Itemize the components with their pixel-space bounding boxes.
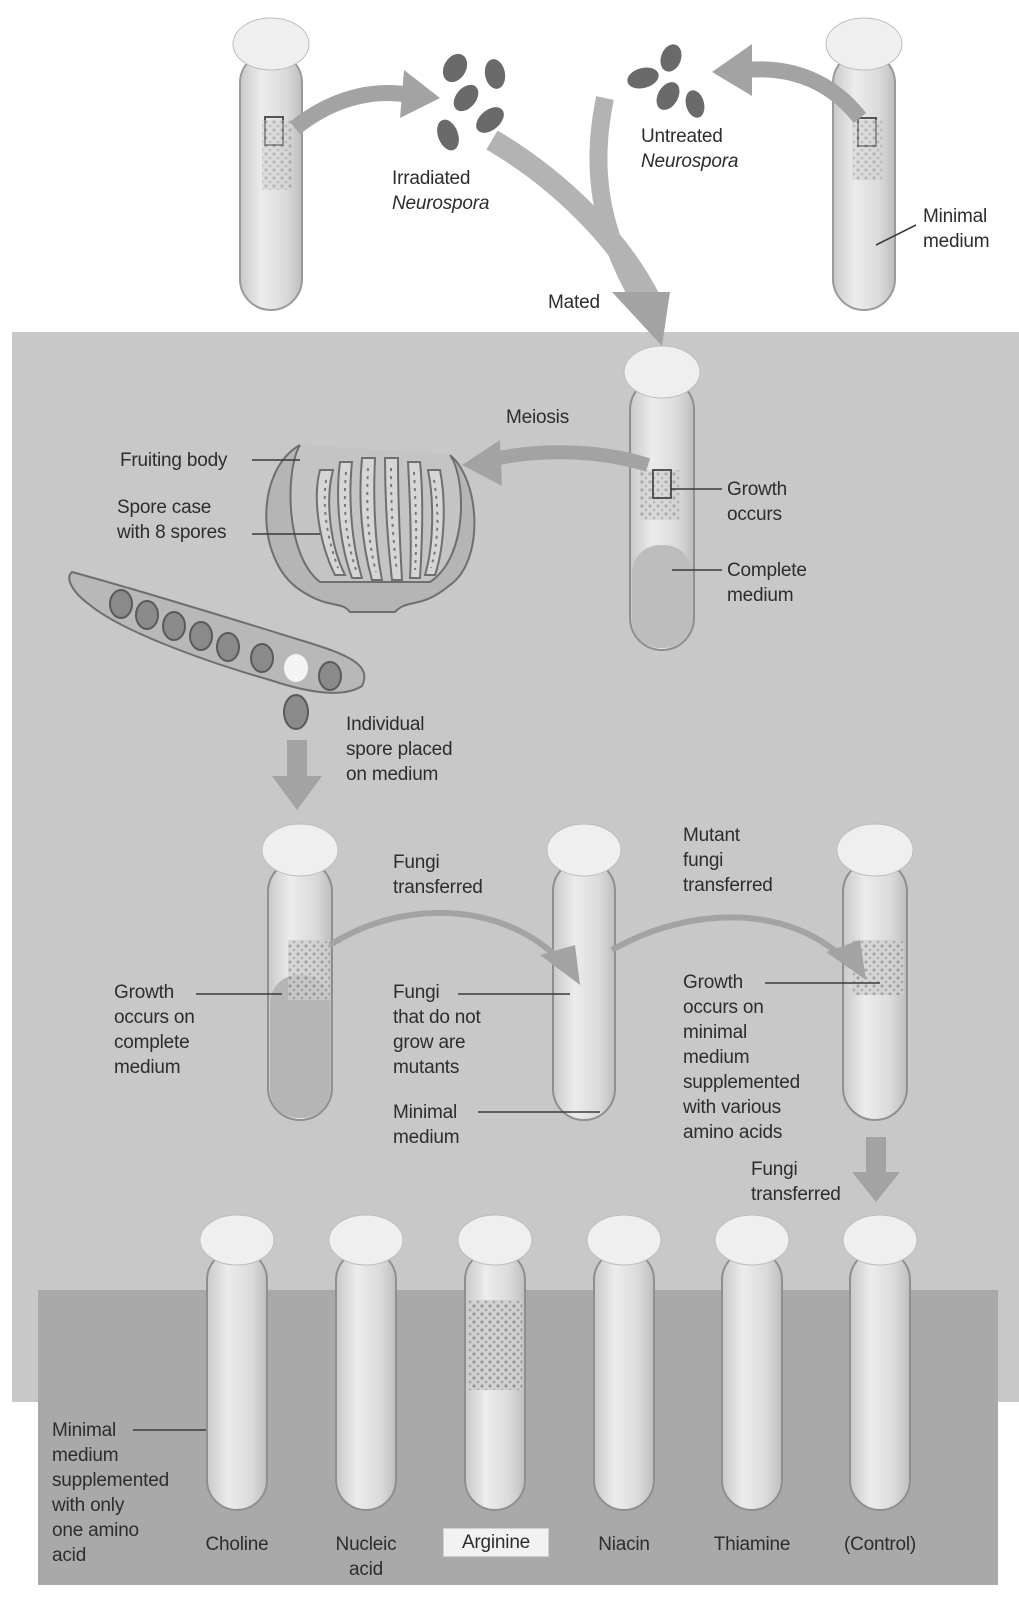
arrow-irradiated — [295, 93, 410, 128]
supplement-thiamine: Thiamine — [707, 1532, 797, 1557]
fruiting-body-label: Fruiting body — [120, 448, 227, 473]
supplement-niacin: Niacin — [579, 1532, 669, 1557]
untreated-species-label: Neurospora — [641, 149, 738, 174]
individual-spore-label: Individual spore placed on medium — [346, 712, 452, 787]
fruiting-body — [266, 445, 474, 612]
growth-on-supplemented-label: Growth occurs on minimal medium suppleme… — [683, 970, 800, 1145]
growth-on-complete-label: Growth occurs on complete medium — [114, 980, 195, 1080]
minimal-supplemented-one-label: Minimal medium supplemented with only on… — [52, 1418, 169, 1568]
spore-case-label: Spore case with 8 spores — [117, 495, 226, 545]
untreated-tube — [826, 18, 902, 310]
growth-occurs-label: Growth occurs — [727, 477, 787, 527]
mutant-fungi-transferred-label: Mutant fungi transferred — [683, 823, 773, 898]
complete-medium-tube-row3 — [262, 824, 338, 1120]
supplement-nucleic-acid: Nucleic acid — [321, 1532, 411, 1582]
arrow-spore-down — [287, 740, 307, 778]
supplement-arginine: Arginine — [443, 1528, 549, 1557]
complete-medium-tube — [624, 346, 700, 650]
fungi-transferred-label: Fungi transferred — [393, 850, 483, 900]
minimal-medium-top-label: Minimal medium — [923, 204, 989, 254]
untreated-label: Untreated — [641, 124, 723, 149]
supplement-control: (Control) — [830, 1532, 930, 1557]
arrowhead-irradiated — [400, 70, 440, 118]
meiosis-label: Meiosis — [506, 405, 569, 430]
mated-label: Mated — [548, 290, 600, 315]
fungi-transferred-2-label: Fungi transferred — [751, 1157, 841, 1207]
complete-medium-label: Complete medium — [727, 558, 807, 608]
untreated-spores — [625, 41, 707, 119]
minimal-medium-tube-row3 — [547, 824, 621, 1120]
supplemented-medium-tube-row3 — [837, 824, 913, 1120]
irradiated-tube — [233, 18, 309, 310]
arrow-fungi-down — [866, 1137, 886, 1173]
irradiated-label: Irradiated — [392, 166, 470, 191]
arrowhead-untreated — [712, 44, 752, 96]
irradiated-species-label: Neurospora — [392, 191, 489, 216]
supplement-choline: Choline — [192, 1532, 282, 1557]
fungi-not-grow-label: Fungi that do not grow are mutants — [393, 980, 481, 1080]
minimal-medium-mid-label: Minimal medium — [393, 1100, 459, 1150]
arrow-mated-right — [598, 98, 640, 300]
